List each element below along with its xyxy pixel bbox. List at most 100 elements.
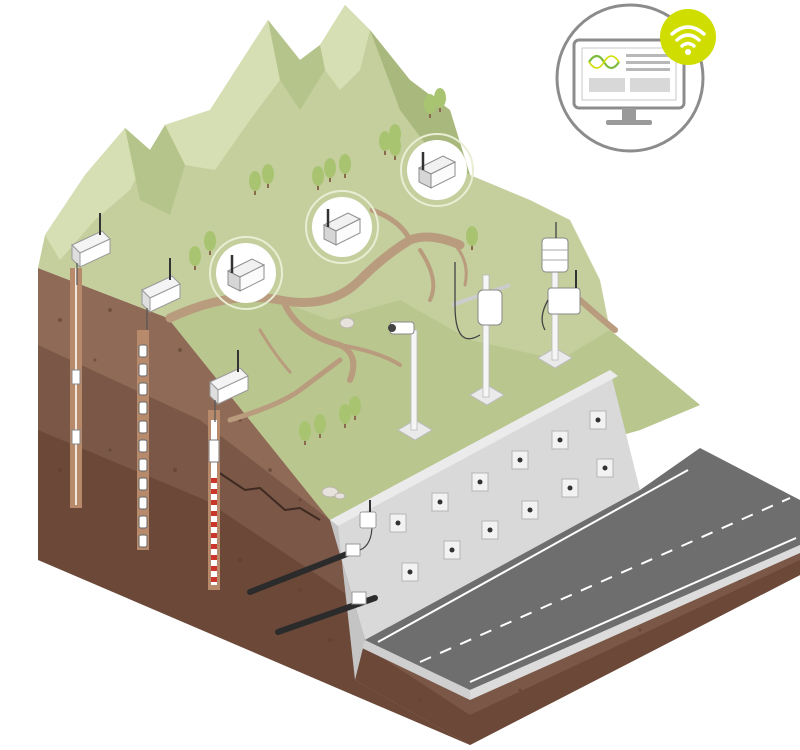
inclinometer-chain (138, 344, 148, 548)
tree (389, 136, 401, 160)
anchor-plate (511, 450, 529, 470)
road (362, 448, 800, 700)
road-center-line (419, 497, 791, 663)
anchor-plate (389, 513, 407, 533)
mountain-surface (38, 5, 700, 520)
piezometer-stripe (211, 489, 217, 494)
anchor-plate (596, 458, 614, 478)
anchor-plate (521, 500, 539, 520)
piezometer-sensor (208, 439, 220, 463)
monitoring-stations (388, 222, 581, 441)
rocks (321, 317, 355, 500)
ridge-light-center (165, 20, 280, 170)
ridge-dark-left (125, 125, 185, 215)
monitor-icon (572, 38, 686, 125)
piezometer-stripe (211, 577, 217, 582)
tree (299, 421, 311, 445)
camera-station (388, 321, 433, 441)
inclinometer-probe (138, 401, 148, 415)
tree (314, 414, 326, 438)
slope-dataloggers (71, 213, 249, 422)
anchor-plate (471, 472, 489, 492)
radar-station (451, 262, 511, 406)
anchor-plate (551, 430, 569, 450)
piezometer-stripe (211, 522, 217, 527)
anchor-plate (589, 410, 607, 430)
pole (482, 274, 490, 398)
wall-side (330, 520, 365, 680)
datalogger (71, 213, 111, 285)
ridge-dark-center (268, 20, 325, 110)
tree (249, 171, 261, 195)
inclinometer-probe (138, 382, 148, 396)
inclinometer-probe (138, 420, 148, 434)
tree (434, 88, 446, 112)
inclinometer-probe (138, 477, 148, 491)
boreholes (70, 268, 220, 590)
road-edge (470, 545, 800, 700)
tree (339, 154, 351, 178)
rock (334, 492, 346, 500)
camera-lens (388, 324, 396, 332)
anchor-datalogger (359, 511, 377, 529)
ridge-light-left (45, 128, 150, 260)
soil-texture (58, 308, 742, 702)
road-edge-line (469, 537, 797, 683)
inclinometer-probe (138, 344, 148, 358)
ridge-light-peak (320, 5, 370, 90)
radar-unit (477, 289, 503, 326)
inclinometer-probe (138, 363, 148, 377)
anchor-plate (443, 540, 461, 560)
rock (339, 317, 355, 329)
anchor-plate (401, 562, 419, 582)
borehole-sensor (71, 369, 81, 385)
tree (466, 226, 478, 250)
road-edge-line (377, 469, 689, 643)
rock (321, 486, 339, 498)
tree (312, 166, 324, 190)
retaining-wall (330, 370, 640, 680)
pole (410, 329, 418, 431)
wireless-gateway (209, 236, 283, 310)
wireless-gateway (305, 190, 379, 264)
trees (189, 88, 478, 445)
anchor-plate (431, 492, 449, 512)
rain-gauge (541, 237, 569, 273)
anchor-plate (561, 478, 579, 498)
meadow-band (168, 290, 700, 520)
soil-crack (214, 469, 321, 521)
tree (189, 246, 201, 270)
datalogger (141, 258, 181, 330)
inclinometer-probe (138, 439, 148, 453)
wifi-icon (660, 9, 716, 65)
weather-logger (547, 287, 581, 315)
tree (339, 404, 351, 428)
ridge-dark-right (370, 30, 470, 175)
borehole-sensor (71, 429, 81, 445)
tree (324, 158, 336, 182)
anchor-plates (389, 410, 614, 582)
inclinometer-probe (138, 534, 148, 548)
wall-top (330, 370, 618, 526)
piezometer-stripe (211, 566, 217, 571)
sensor-cable (541, 299, 549, 331)
anchor-load-cell (345, 543, 361, 557)
piezometer-stripe (211, 511, 217, 516)
road-surface (365, 448, 800, 690)
tree (379, 131, 391, 155)
anchor-load-cell (351, 591, 367, 605)
tree (262, 164, 274, 188)
datalogger (209, 350, 249, 422)
piezometer-tube (208, 420, 220, 585)
sensor-cable (454, 304, 481, 340)
inclinometer-probe (138, 496, 148, 510)
piezometer-stripe (211, 478, 217, 483)
wireless-gateway (400, 133, 474, 207)
piezometer-stripe (211, 544, 217, 549)
tree (424, 94, 436, 118)
ground-anchor (247, 549, 355, 595)
wireless-gateways (209, 133, 474, 310)
piezometer-stripe (211, 500, 217, 505)
ground-anchors (247, 500, 378, 635)
weather-station (537, 222, 581, 369)
